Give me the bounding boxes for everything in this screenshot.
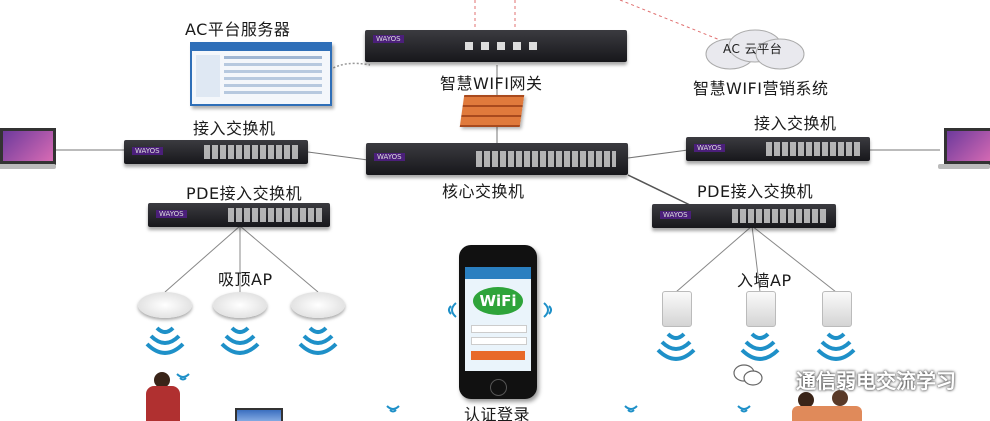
line-dash-server-gateway	[329, 62, 371, 71]
phone-icon: WiFi	[459, 245, 537, 399]
ceiling-ap-icon	[138, 292, 192, 318]
line-core-access-right	[627, 149, 689, 159]
access-switch-left-label: 接入交换机	[193, 119, 276, 138]
firewall-icon	[459, 95, 525, 127]
wifi-signal-icon	[740, 332, 780, 361]
wall-ap-icon	[662, 291, 692, 327]
laptop-base-left	[0, 164, 56, 169]
wifi-signal-icon	[220, 326, 260, 355]
poe-switch-right-label: PDE接入交换机	[697, 182, 814, 201]
wifi-signal-icon	[176, 373, 190, 381]
line-poe-left-ap1	[164, 225, 241, 293]
ceiling-ap-icon	[213, 292, 267, 318]
laptop-icon	[0, 128, 56, 165]
wifi-signal-icon	[386, 405, 400, 413]
people-right	[792, 390, 862, 421]
wifi-signal-icon	[737, 405, 751, 413]
marketing-system-label: 智慧WIFI营销系统	[693, 79, 829, 98]
watermark-text: 通信弱电交流学习	[796, 369, 956, 393]
ceiling-ap-label: 吸顶AP	[218, 270, 273, 289]
wifi-signal-icon	[298, 326, 338, 355]
ac-server-monitor	[190, 42, 332, 106]
access-switch-right-label: 接入交换机	[754, 114, 837, 133]
access-switch-left: WAYOS	[124, 140, 308, 164]
phone-screen: WiFi	[465, 267, 531, 371]
cloud-label: AC 云平台	[723, 42, 783, 56]
line-poe-right-ap2	[751, 225, 761, 293]
line-poe-left-ap3	[239, 225, 319, 293]
wifi-signal-icon	[543, 302, 552, 318]
line-poe-right-ap3	[751, 225, 837, 293]
wifi-signal-icon	[448, 302, 457, 318]
wifi-signal-icon	[656, 332, 696, 361]
wifi-signal-icon	[816, 332, 856, 361]
switch-brand: WAYOS	[374, 153, 405, 161]
phone-wifi-logo: WiFi	[473, 287, 523, 315]
switch-brand: WAYOS	[660, 211, 691, 219]
phone-wifi-text: WiFi	[479, 292, 517, 310]
switch-brand: WAYOS	[132, 147, 163, 155]
core-switch: WAYOS	[366, 143, 628, 175]
poe-switch-left-label: PDE接入交换机	[186, 184, 303, 203]
auth-login-label: 认证登录	[464, 405, 531, 421]
wall-ap-icon	[822, 291, 852, 327]
poe-switch-left: WAYOS	[148, 203, 330, 227]
switch-brand: WAYOS	[156, 210, 187, 218]
person-left	[142, 372, 184, 421]
access-switch-right: WAYOS	[686, 137, 870, 161]
laptop-base-right	[938, 164, 990, 169]
wechat-icon	[733, 364, 763, 386]
wall-ap-label: 入墙AP	[737, 271, 792, 290]
wifi-gateway: WAYOS	[365, 30, 627, 62]
gateway-brand: WAYOS	[373, 35, 404, 43]
core-switch-label: 核心交换机	[442, 182, 525, 201]
ac-server-label: AC平台服务器	[185, 20, 291, 39]
poe-switch-right: WAYOS	[652, 204, 836, 228]
wall-ap-icon	[746, 291, 776, 327]
line-poe-right-ap1	[675, 225, 753, 293]
line-access-left-core	[307, 151, 369, 161]
gateway-label: 智慧WIFI网关	[440, 74, 543, 93]
phone-home-button	[490, 379, 507, 396]
line-core-poe-right	[627, 174, 691, 206]
wifi-signal-icon	[145, 326, 185, 355]
cloud-icon	[705, 29, 805, 70]
laptop-icon	[944, 128, 990, 165]
laptop-bottom	[235, 408, 283, 421]
switch-brand: WAYOS	[694, 144, 725, 152]
wifi-signal-icon	[624, 405, 638, 413]
ceiling-ap-icon	[291, 292, 345, 318]
